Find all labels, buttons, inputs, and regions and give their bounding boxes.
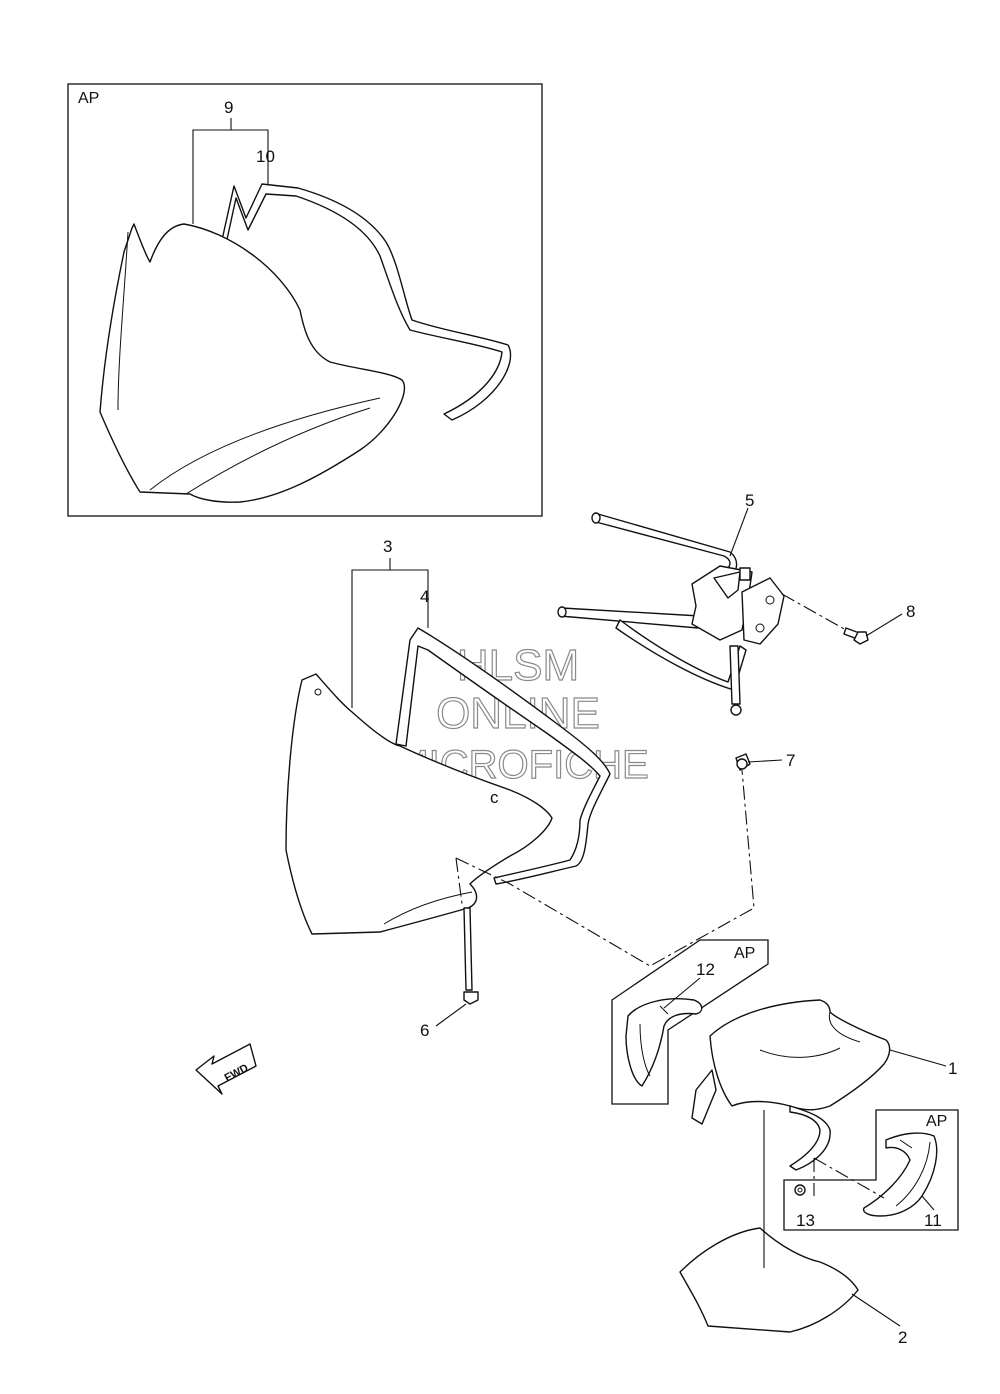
panel-2 <box>679 1227 859 1333</box>
side-panel-inner-line <box>383 891 473 925</box>
screw-6 <box>463 907 479 1005</box>
side-panel-hole <box>314 688 322 696</box>
cover-11 <box>862 1132 938 1217</box>
cover-12-detail <box>639 1005 669 1077</box>
windscreen-inner-line-2 <box>185 407 371 495</box>
callout-12: 12 <box>696 960 715 979</box>
leader-5 <box>729 507 749 557</box>
assembly-line-panel-stay <box>455 769 755 967</box>
fwd-arrow-icon: FWD <box>195 1043 257 1095</box>
inset-box-12 <box>611 939 769 1105</box>
side-panel-seal-4 <box>395 627 611 885</box>
callout-5: 5 <box>745 491 754 510</box>
callout-bracket-3-4 <box>351 558 429 708</box>
callout-1: 1 <box>948 1059 957 1078</box>
inset-label-bottom: AP <box>926 1113 947 1130</box>
panel-mark-c: c <box>490 788 499 807</box>
dashed-line-8 <box>781 593 847 631</box>
windscreen-9 <box>99 223 406 503</box>
inset-label-top: AP <box>78 90 99 107</box>
callout-11: 11 <box>924 1211 942 1230</box>
callout-3: 3 <box>383 537 392 556</box>
callout-10: 10 <box>256 147 275 166</box>
cowl-1-lower <box>789 1105 831 1171</box>
leader-2 <box>851 1293 901 1327</box>
callout-bracket-9-10 <box>192 118 269 224</box>
callout-7: 7 <box>786 751 795 770</box>
cover-11-detail <box>895 1139 931 1207</box>
assembly-line-screw <box>455 857 463 905</box>
callout-8: 8 <box>906 602 915 621</box>
cover-12 <box>625 998 703 1087</box>
leader-8 <box>865 613 903 637</box>
callout-13: 13 <box>796 1211 815 1230</box>
leader-7 <box>747 759 783 763</box>
washer-13 <box>794 1184 806 1196</box>
inset-box-windscreen <box>67 83 543 517</box>
cowl-1-inner <box>759 1011 861 1058</box>
screen-seal-10 <box>221 183 512 421</box>
assembly-line-11-13 <box>813 1157 885 1199</box>
leader-12 <box>663 977 701 1009</box>
washer-13-hole <box>797 1187 803 1193</box>
leader-11 <box>921 1195 935 1211</box>
leader-6 <box>435 1003 467 1027</box>
cowl-1-tab <box>691 1069 717 1125</box>
cowl-1 <box>709 999 891 1111</box>
side-panel-3 <box>285 673 553 935</box>
callout-4: 4 <box>420 587 429 606</box>
callout-9: 9 <box>224 98 233 117</box>
inset-box-11-13 <box>783 1109 959 1231</box>
callout-6: 6 <box>420 1021 429 1040</box>
leader-1 <box>889 1049 947 1067</box>
bolt-8 <box>843 627 869 645</box>
windscreen-inner-line <box>149 397 381 491</box>
grommet-7 <box>735 753 751 771</box>
windscreen-edge-line <box>117 231 129 411</box>
callout-2: 2 <box>898 1328 907 1347</box>
stay-5 <box>557 512 785 716</box>
inset-label-mid: AP <box>734 945 755 962</box>
